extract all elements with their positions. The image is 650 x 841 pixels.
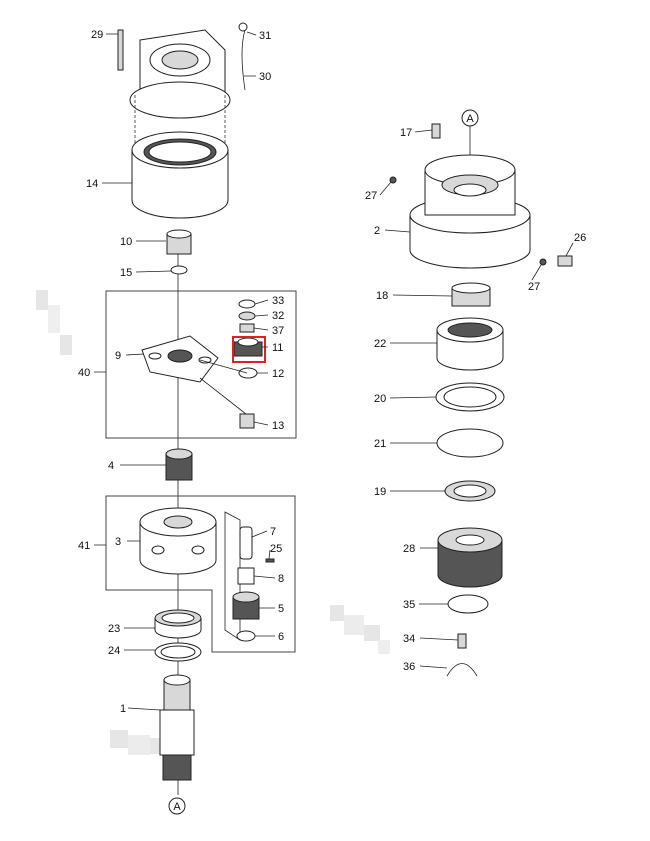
callout-11[interactable]: 11 (272, 342, 283, 354)
callout-22[interactable]: 22 (374, 338, 386, 350)
callout-4[interactable]: 4 (108, 460, 114, 472)
part-seal-24 (154, 642, 202, 662)
part-clip-36 (446, 663, 478, 677)
part-washer-15 (170, 265, 188, 275)
part-motor-housing (117, 22, 248, 150)
callout-25[interactable]: 25 (270, 543, 282, 555)
callout-29[interactable]: 29 (91, 29, 103, 41)
reference-marker-a-top: A (461, 109, 479, 127)
callout-14[interactable]: 14 (86, 178, 98, 190)
part-bearing-23 (154, 609, 202, 639)
callout-20[interactable]: 20 (374, 393, 386, 405)
part-housing-2 (409, 154, 531, 269)
part-shaft-1 (159, 674, 195, 781)
part-ring-gear (131, 131, 229, 219)
part-spacer-20 (435, 382, 505, 412)
part-carrier-plate-9 (141, 335, 219, 383)
callout-26[interactable]: 26 (574, 232, 586, 244)
svg-text:A: A (466, 113, 474, 125)
callout-7[interactable]: 7 (270, 526, 276, 538)
callout-24[interactable]: 24 (108, 645, 120, 657)
callout-13[interactable]: 13 (272, 420, 284, 432)
callout-37[interactable]: 37 (272, 325, 284, 337)
callout-28[interactable]: 28 (403, 543, 415, 555)
callout-27b[interactable]: 27 (528, 281, 540, 293)
callout-2[interactable]: 2 (374, 225, 380, 237)
callout-18[interactable]: 18 (376, 290, 388, 302)
callout-5[interactable]: 5 (278, 603, 284, 615)
highlight-box-part-11 (232, 336, 266, 363)
part-pinion-28 (437, 527, 503, 588)
part-carrier-3 (139, 507, 217, 575)
svg-text:A: A (173, 801, 181, 813)
part-sun-gear-10 (166, 229, 192, 255)
assembly-box-41 (105, 495, 296, 653)
callout-32[interactable]: 32 (272, 310, 284, 322)
callout-36[interactable]: 36 (403, 661, 415, 673)
callout-10[interactable]: 10 (120, 236, 132, 248)
callout-41[interactable]: 41 (78, 540, 90, 552)
part-plug-26 (557, 255, 573, 267)
callout-35[interactable]: 35 (403, 599, 415, 611)
part-cover-35 (447, 594, 489, 614)
part-plug-27b (539, 258, 547, 266)
callout-1[interactable]: 1 (120, 703, 126, 715)
part-seal-19 (444, 480, 496, 502)
part-bolt-34 (457, 633, 467, 649)
callout-17[interactable]: 17 (400, 127, 412, 139)
callout-3[interactable]: 3 (115, 536, 121, 548)
callout-12[interactable]: 12 (272, 368, 284, 380)
callout-15[interactable]: 15 (120, 267, 132, 279)
reference-marker-a-bottom: A (168, 797, 186, 815)
small-parts-40 (199, 299, 263, 429)
part-pin-17 (431, 123, 441, 139)
part-ring-21 (436, 428, 504, 458)
callout-21[interactable]: 21 (374, 438, 386, 450)
callout-6[interactable]: 6 (278, 631, 284, 643)
part-bearing-22 (436, 317, 504, 371)
part-sun-gear-4 (165, 448, 193, 481)
part-plug-27a (389, 176, 397, 184)
callout-31[interactable]: 31 (259, 30, 271, 42)
callout-23[interactable]: 23 (108, 623, 120, 635)
small-parts-41 (224, 511, 275, 642)
leader-lines (94, 31, 574, 711)
callout-33[interactable]: 33 (272, 295, 284, 307)
callout-27a[interactable]: 27 (365, 190, 377, 202)
part-bearing-race-18 (451, 282, 491, 307)
callout-30[interactable]: 30 (259, 71, 271, 83)
callout-8[interactable]: 8 (278, 573, 284, 585)
callout-19[interactable]: 19 (374, 486, 386, 498)
callout-9[interactable]: 9 (115, 350, 121, 362)
callout-labels: 29 31 30 14 10 15 33 32 37 11 12 13 9 40… (78, 29, 586, 715)
assembly-box-40 (105, 290, 297, 439)
callout-40[interactable]: 40 (78, 367, 90, 379)
callout-34[interactable]: 34 (403, 633, 415, 645)
